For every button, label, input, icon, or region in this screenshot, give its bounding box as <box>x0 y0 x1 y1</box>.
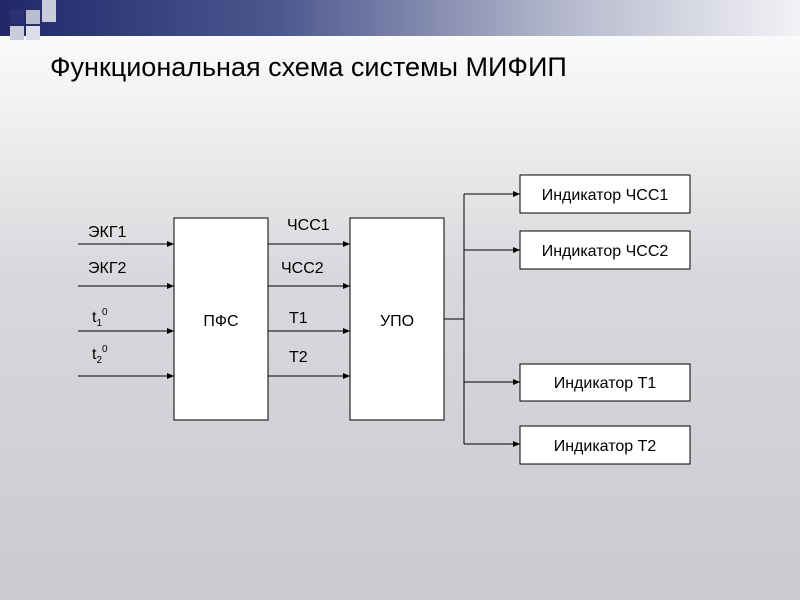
indicator-box-t2 <box>519 425 691 465</box>
mid-label-t2: Т2 <box>289 349 308 366</box>
input-label-ekg1: ЭКГ1 <box>88 224 126 241</box>
decor-square-dark <box>10 10 24 24</box>
indicator-label-t2: Индикатор Т2 <box>554 438 657 455</box>
decor-square-light <box>26 26 40 40</box>
pfs-block <box>173 217 269 421</box>
indicator-box-chss1 <box>519 174 691 214</box>
mid-label-chss1: ЧСС1 <box>287 217 330 234</box>
input-label-t2: t20 <box>92 344 108 366</box>
indicator-box-t1 <box>519 363 691 402</box>
pfs-label: ПФС <box>203 313 238 330</box>
decor-square-light <box>26 10 40 24</box>
indicator-label-t1: Индикатор Т1 <box>554 375 657 392</box>
decor-square-light <box>10 26 24 40</box>
mid-label-t1: Т1 <box>289 310 308 327</box>
indicator-box-chss2 <box>519 230 691 270</box>
indicator-label-chss1: Индикатор ЧСС1 <box>542 187 669 204</box>
upo-block <box>349 217 445 421</box>
upo-label: УПО <box>380 313 414 330</box>
header-band <box>0 0 800 36</box>
input-label-t1: t10 <box>92 307 108 329</box>
input-label-ekg2: ЭКГ2 <box>88 260 126 277</box>
indicator-label-chss2: Индикатор ЧСС2 <box>542 243 669 260</box>
mid-label-chss2: ЧСС2 <box>281 260 324 277</box>
decor-square-light <box>42 0 56 22</box>
page-title: Функциональная схема системы МИФИП <box>50 52 567 82</box>
